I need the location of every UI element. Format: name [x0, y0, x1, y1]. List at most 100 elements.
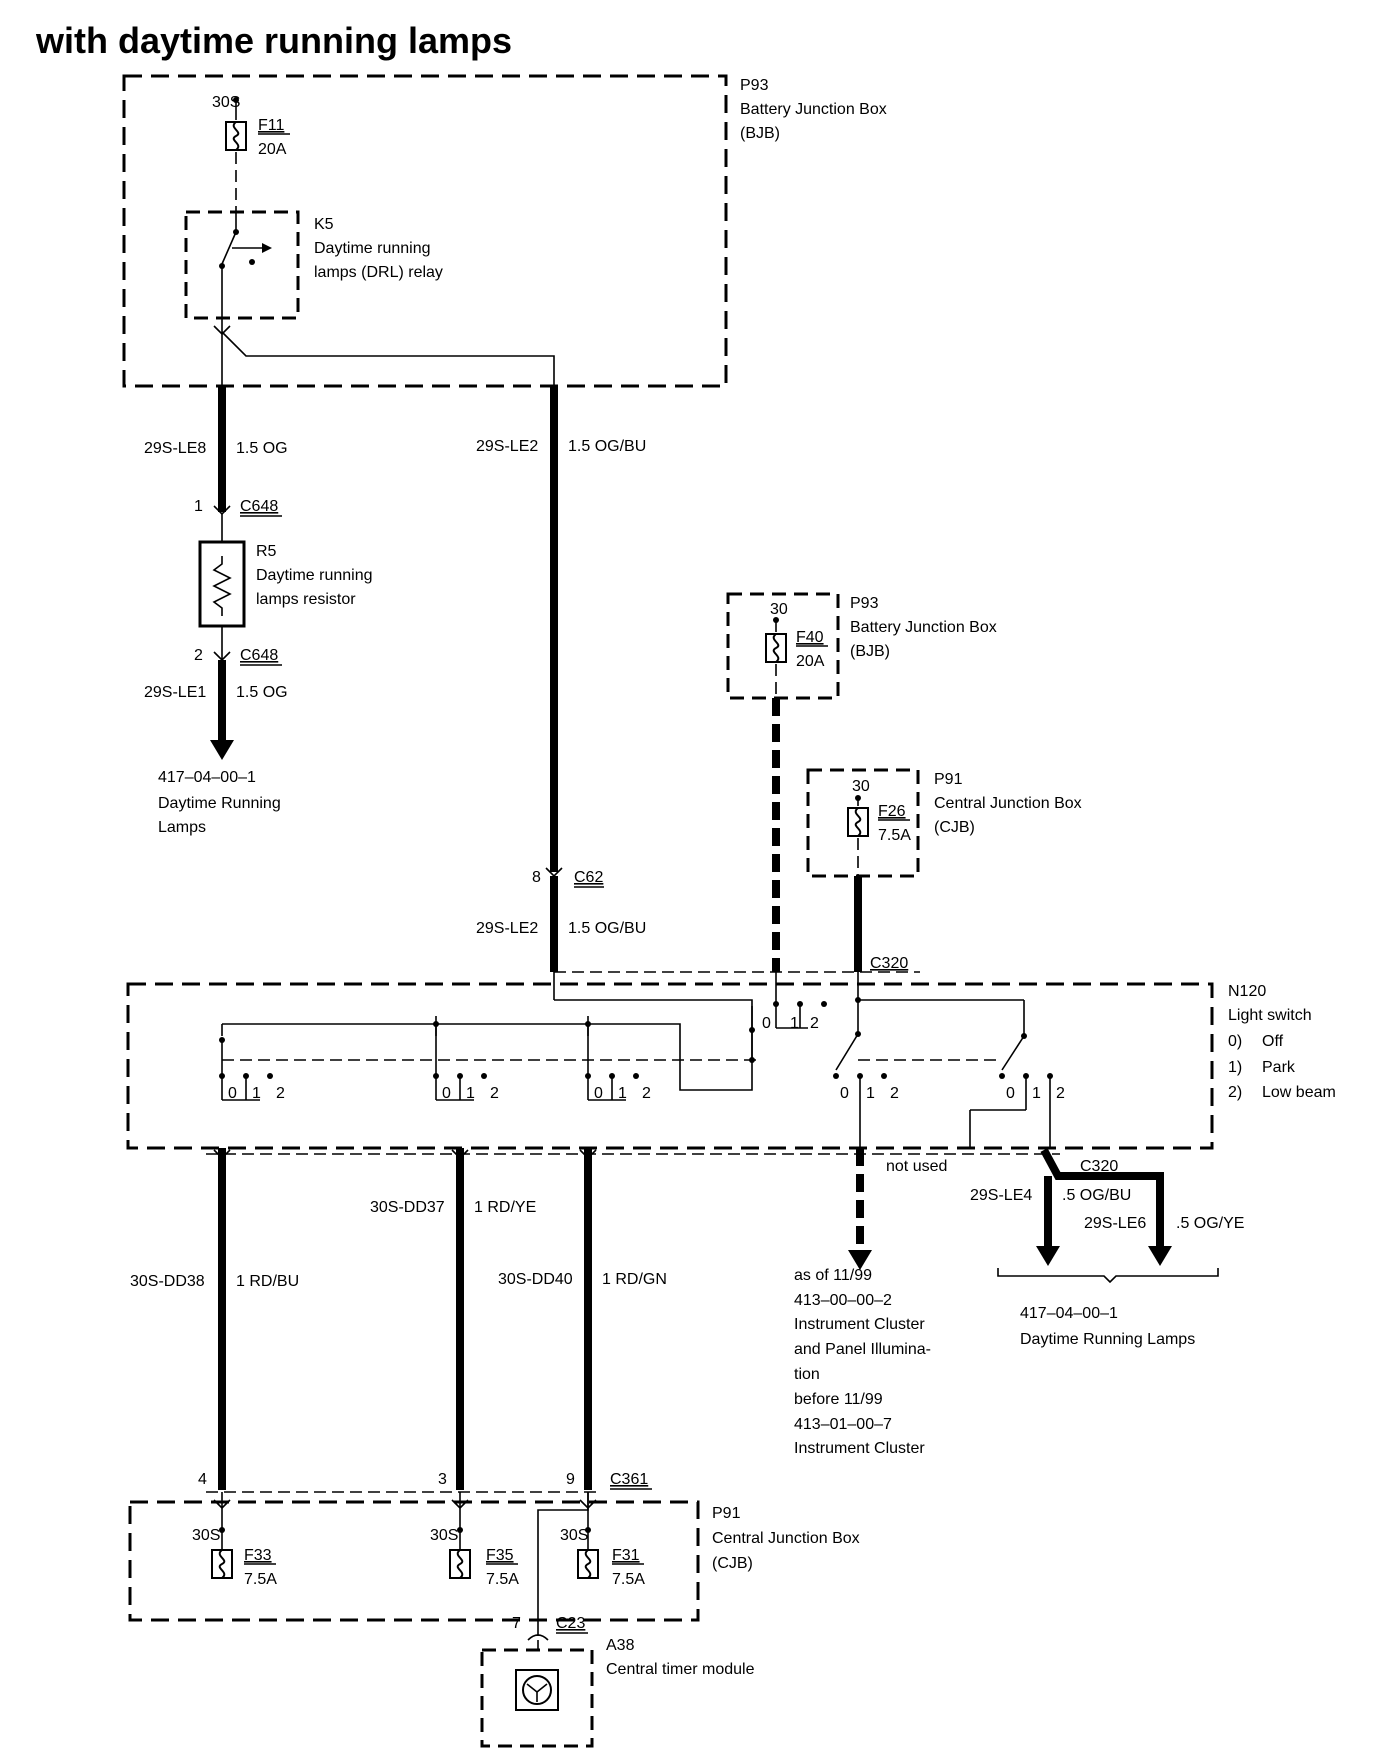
c361-pin-4: 4 [198, 1471, 207, 1488]
sw-c-0: 0 [594, 1085, 603, 1102]
arrow-down-icon [210, 740, 234, 760]
ref-cluster-5: before 11/99 [794, 1391, 883, 1408]
c23-pin: 7 [512, 1615, 521, 1632]
arrow-down-icon [1148, 1246, 1172, 1266]
central-junction-box-bottom [128, 1500, 700, 1622]
wire-le6-circuit: 29S-LE6 [1084, 1215, 1146, 1232]
sw-b-1: 1 [466, 1085, 475, 1102]
wire-le2-mid-spec: 1.5 OG/BU [568, 920, 646, 937]
pos-2-label: Low beam [1262, 1084, 1336, 1101]
sw-c-1: 1 [618, 1085, 627, 1102]
relay-line2: lamps (DRL) relay [314, 264, 443, 281]
fuse-f35-icon [449, 1549, 471, 1579]
c648-top-pin: 1 [194, 498, 203, 515]
ref-cluster-7: Instrument Cluster [794, 1440, 925, 1457]
fuse-f31-label: F31 [612, 1547, 640, 1564]
page-title: with daytime running lamps [35, 20, 512, 61]
sw-e-0: 0 [840, 1085, 849, 1102]
fuse-f33-icon [211, 1549, 233, 1579]
light-switch-name: Light switch [1228, 1007, 1312, 1024]
sw-b-0: 0 [442, 1085, 451, 1102]
pos-0-label: Off [1262, 1033, 1284, 1050]
sw-c-2: 2 [642, 1085, 651, 1102]
sw-d-2: 2 [810, 1015, 819, 1032]
cjb-bottom-abbr: (CJB) [712, 1555, 753, 1572]
sw-a-1: 1 [252, 1085, 261, 1102]
wire-dd37-spec: 1 RD/YE [474, 1199, 536, 1216]
wire-dd40-spec: 1 RD/GN [602, 1271, 667, 1288]
fuse-f35-rating: 7.5A [486, 1571, 519, 1588]
wire-le6-spec: .5 OG/YE [1176, 1215, 1244, 1232]
not-used-label: not used [886, 1158, 947, 1175]
resistor-id: R5 [256, 543, 277, 560]
fuse-f11-rating: 20A [258, 141, 287, 158]
ref-cluster-0: as of 11/99 [794, 1267, 872, 1284]
ref-drl-right-name: Daytime Running Lamps [1020, 1331, 1195, 1348]
sw-f-2: 2 [1056, 1085, 1065, 1102]
pos-1-label: Park [1262, 1059, 1296, 1076]
pos-0-num: 0) [1228, 1033, 1242, 1050]
c23-label: C23 [556, 1615, 585, 1632]
wire-le1-circuit: 29S-LE1 [144, 684, 206, 701]
fuse-f26-label: F26 [878, 803, 906, 820]
relay-line1: Daytime running [314, 240, 431, 257]
ref-cluster-1: 413–00–00–2 [794, 1292, 892, 1309]
bjb-top-abbr: (BJB) [740, 125, 780, 142]
drl-relay-box [184, 210, 300, 320]
wire-le2-top-circuit: 29S-LE2 [476, 438, 538, 455]
wire-dd38-spec: 1 RD/BU [236, 1273, 299, 1290]
sw-e-1: 1 [866, 1085, 875, 1102]
sw-f-1: 1 [1032, 1085, 1041, 1102]
wire-le8-spec: 1.5 OG [236, 440, 288, 457]
c648-bottom-label: C648 [240, 647, 278, 664]
wire-le8-circuit: 29S-LE8 [144, 440, 206, 457]
switch-contact-group-c [585, 1024, 639, 1101]
wire-le4-circuit: 29S-LE4 [970, 1187, 1032, 1204]
relay-switch-arm [221, 231, 237, 265]
fuse-f40-icon [765, 633, 787, 663]
ref-cluster-3: and Panel Illumina- [794, 1341, 931, 1358]
ref-drl-left-code: 417–04–00–1 [158, 769, 256, 786]
fuse-f31-rating: 7.5A [612, 1571, 645, 1588]
wire-le1-spec: 1.5 OG [236, 684, 288, 701]
fuse-f26-rating: 7.5A [878, 827, 911, 844]
c62-pin: 8 [532, 869, 541, 886]
fuse-f31-icon [577, 1549, 599, 1579]
fuse-f33-rating: 7.5A [244, 1571, 277, 1588]
sw-a-2: 2 [276, 1085, 285, 1102]
switch-contact-group-b [433, 1024, 487, 1101]
sw-d-1: 1 [790, 1015, 799, 1032]
light-switch-id: N120 [1228, 983, 1266, 1000]
timer-id: A38 [606, 1637, 635, 1654]
wire-dd40-circuit: 30S-DD40 [498, 1271, 573, 1288]
wire-dd37-circuit: 30S-DD37 [370, 1199, 445, 1216]
c361-label: C361 [610, 1471, 648, 1488]
bjb-top-supply: 30S [212, 94, 240, 111]
bracket [997, 1268, 1219, 1284]
ref-cluster-6: 413–01–00–7 [794, 1416, 892, 1433]
ref-drl-left-line1: Daytime Running [158, 795, 281, 812]
fuse-f40-rating: 20A [796, 653, 825, 670]
fuse-f40-label: F40 [796, 629, 824, 646]
c23-connector-icon [527, 1634, 549, 1641]
c648-bottom-pin: 2 [194, 647, 203, 664]
c320-bottom-label: C320 [1080, 1158, 1118, 1175]
cjb-bottom-supply-1: 30S [192, 1527, 220, 1544]
cjb-mid-abbr: (CJB) [934, 819, 975, 836]
c320-top-label: C320 [870, 955, 908, 972]
cjb-bottom-id: P91 [712, 1505, 741, 1522]
central-timer-module-box [480, 1648, 594, 1748]
resistor-line1: Daytime running [256, 567, 373, 584]
bjb-mid-supply: 30 [770, 601, 788, 618]
sw-a-0: 0 [228, 1085, 237, 1102]
c62-label: C62 [574, 869, 603, 886]
fuse-f11-icon [225, 121, 247, 151]
arrow-down-icon [848, 1250, 872, 1270]
sw-e-2: 2 [890, 1085, 899, 1102]
cjb-bottom-supply-2: 30S [430, 1527, 458, 1544]
relay-id: K5 [314, 216, 334, 233]
bjb-top-id: P93 [740, 77, 769, 94]
sw-d-0: 0 [762, 1015, 771, 1032]
bjb-mid-abbr: (BJB) [850, 643, 890, 660]
